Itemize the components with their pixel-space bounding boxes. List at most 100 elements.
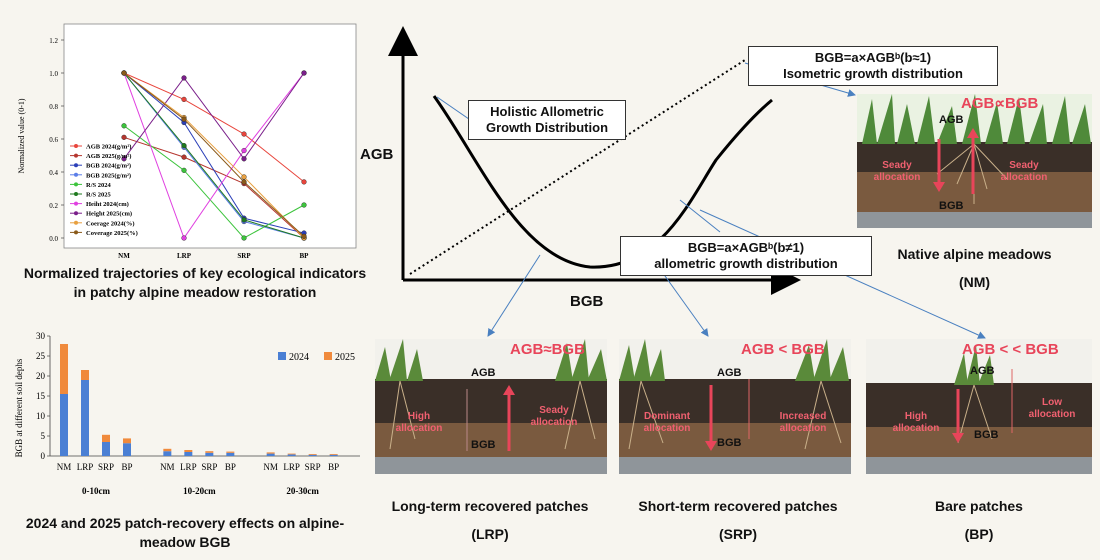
line-chart-point xyxy=(241,131,247,137)
bar-chart-group-label: 0-10cm xyxy=(82,486,110,496)
bar-chart-x-tick-label: SRP xyxy=(201,462,217,472)
line-chart-legend-label: Heiht 2024(cm) xyxy=(86,201,129,208)
bar-chart-y-label: BGB at different soil dephs xyxy=(14,358,24,457)
line-chart-series-line xyxy=(123,72,305,239)
line-chart-point xyxy=(121,156,127,162)
line-chart-legend-label: R/S 2024 xyxy=(86,182,111,189)
scene-srp-title: Short-term recovered patches (SRP) xyxy=(608,496,868,544)
bar-chart-x-tick-label: LRP xyxy=(77,462,94,472)
line-chart-caption: Normalized trajectories of key ecologica… xyxy=(23,265,367,300)
line-chart-point xyxy=(181,116,187,122)
isometric-box: BGB=a×AGBᵇ(b≈1) Isometric growth distrib… xyxy=(748,46,998,86)
line-chart-y-tick-label: 0.6 xyxy=(49,136,58,144)
scene-lrp-relation: AGB≈BGB xyxy=(510,341,585,358)
scene-nm-right-alloc: Seady allocation xyxy=(1000,160,1048,183)
scene-nm-agb: AGB xyxy=(939,114,964,126)
scene-lrp-left-alloc: High allocation xyxy=(395,411,443,434)
line-chart-y-label: Normalized value (0-1) xyxy=(17,98,26,173)
bar-chart-legend-label: 2024 xyxy=(289,352,309,363)
scene-bp-title: Bare patches (BP) xyxy=(866,496,1092,544)
bar-chart-x-tick-label: NM xyxy=(263,462,278,472)
line-chart-legend-label: Coerage 2024(%) xyxy=(86,220,135,227)
bar-chart-bar-2025 xyxy=(163,448,172,452)
bar-chart-bar-2025 xyxy=(184,450,193,452)
line-chart-point xyxy=(121,134,127,140)
line-chart-point xyxy=(181,154,187,160)
bar-chart-bar-2025 xyxy=(102,434,110,442)
isometric-formula: BGB=a×AGBᵇ(b≈1) xyxy=(814,50,932,65)
scene-srp-name: Short-term recovered patches xyxy=(638,498,838,514)
bar-chart-y-tick-label: 10 xyxy=(36,411,46,421)
scene-nm-left-alloc: Seady allocation xyxy=(873,160,921,183)
line-chart-point xyxy=(181,235,187,241)
line-chart-point xyxy=(301,179,307,185)
line-chart-point xyxy=(181,167,187,173)
bar-chart-legend-swatch xyxy=(278,352,286,360)
line-chart-legend-marker xyxy=(74,211,78,216)
bar-chart-x-tick-label: BP xyxy=(225,462,236,472)
bar-chart-bar-2025 xyxy=(287,453,296,455)
bar-chart-bar-2025 xyxy=(205,451,214,453)
scene-nm-name: Native alpine meadows xyxy=(897,246,1052,262)
isometric-text: Isometric growth distribution xyxy=(783,66,963,81)
line-chart-y-tick-label: 0.2 xyxy=(49,202,58,210)
scene-bp-illustration xyxy=(866,339,1092,474)
bar-chart-x-tick-label: SRP xyxy=(305,462,321,472)
line-chart-point xyxy=(181,75,187,81)
scene-srp-right-alloc: Increased allocation xyxy=(779,411,827,434)
bar-chart-bar-2024 xyxy=(123,443,131,456)
line-chart-y-tick-label: 0.4 xyxy=(49,169,58,177)
scene-srp-illustration xyxy=(619,339,851,474)
bar-chart-bar-2024 xyxy=(205,452,214,456)
bar-chart-x-tick-label: NM xyxy=(57,462,72,472)
line-chart-y-tick-label: 1.0 xyxy=(49,70,58,78)
line-chart-point xyxy=(121,70,127,76)
line-chart-series-line xyxy=(123,72,305,239)
bar-chart-bar-2024 xyxy=(184,452,193,456)
line-chart-legend-marker xyxy=(74,172,78,177)
scene-bp-right-alloc: Low allocation xyxy=(1028,397,1076,420)
scene-lrp-title: Long-term recovered patches (LRP) xyxy=(360,496,620,544)
bar-chart-group-label: 10-20cm xyxy=(183,486,216,496)
line-chart-series-line xyxy=(123,72,305,160)
bar-chart-caption: 2024 and 2025 patch-recovery effects on … xyxy=(25,515,345,550)
line-chart-point xyxy=(241,156,247,162)
diagram-x-axis-label: BGB xyxy=(570,293,604,310)
line-chart-point xyxy=(301,233,307,239)
allometric-box: BGB=a×AGBᵇ(b≠1) allometric growth distri… xyxy=(620,236,872,276)
scene-srp-agb: AGB xyxy=(717,367,742,379)
line-chart-legend-label: Coverage 2025(%) xyxy=(86,230,138,237)
line-chart-legend-label: Height 2025(cm) xyxy=(86,211,132,218)
line-chart-legend-label: AGB 2025(g/m²) xyxy=(86,153,131,160)
scene-lrp: AGB≈BGB AGB BGB High allocation Seady al… xyxy=(375,339,607,474)
line-chart-series-line xyxy=(123,125,305,239)
scene-nm-abbr: (NM) xyxy=(958,274,991,290)
scene-nm-title: Native alpine meadows (NM) xyxy=(862,244,1087,292)
bar-chart-y-tick-label: 25 xyxy=(36,351,46,361)
line-chart-legend-marker xyxy=(74,201,78,206)
bar-chart-bar-2024 xyxy=(163,451,172,456)
line-chart-series-line xyxy=(123,72,305,239)
bar-chart-x-tick-label: NM xyxy=(160,462,175,472)
bar-chart-y-tick-label: 0 xyxy=(41,451,46,461)
scene-srp-bgb: BGB xyxy=(717,437,742,449)
bar-chart-legend-label: 2025 xyxy=(335,352,355,363)
scene-bp-bgb: BGB xyxy=(974,429,999,441)
line-chart-point xyxy=(241,235,247,241)
scene-srp-relation: AGB < BGB xyxy=(741,341,825,358)
bar-chart-legend-swatch xyxy=(324,352,332,360)
line-chart-legend-marker xyxy=(74,192,78,196)
bar-chart-group-label: 20-30cm xyxy=(286,486,319,496)
line-chart-x-tick-label: NM xyxy=(118,252,130,260)
scene-srp-abbr: (SRP) xyxy=(718,526,758,542)
line-chart-point xyxy=(181,96,187,103)
bar-chart-bar-2024 xyxy=(266,453,275,456)
scene-bp: AGB < < BGB AGB BGB High allocation Low … xyxy=(866,339,1092,474)
scene-lrp-bgb: BGB xyxy=(471,439,496,451)
line-chart-series-line xyxy=(123,72,305,234)
bar-chart-bar-2025 xyxy=(60,344,68,394)
bar-chart-bar-2024 xyxy=(60,394,68,456)
line-chart-legend-label: R/S 2025 xyxy=(86,192,111,199)
bar-chart-x-tick-label: BP xyxy=(328,462,339,472)
bar-chart-x-tick-label: BP xyxy=(121,462,132,472)
